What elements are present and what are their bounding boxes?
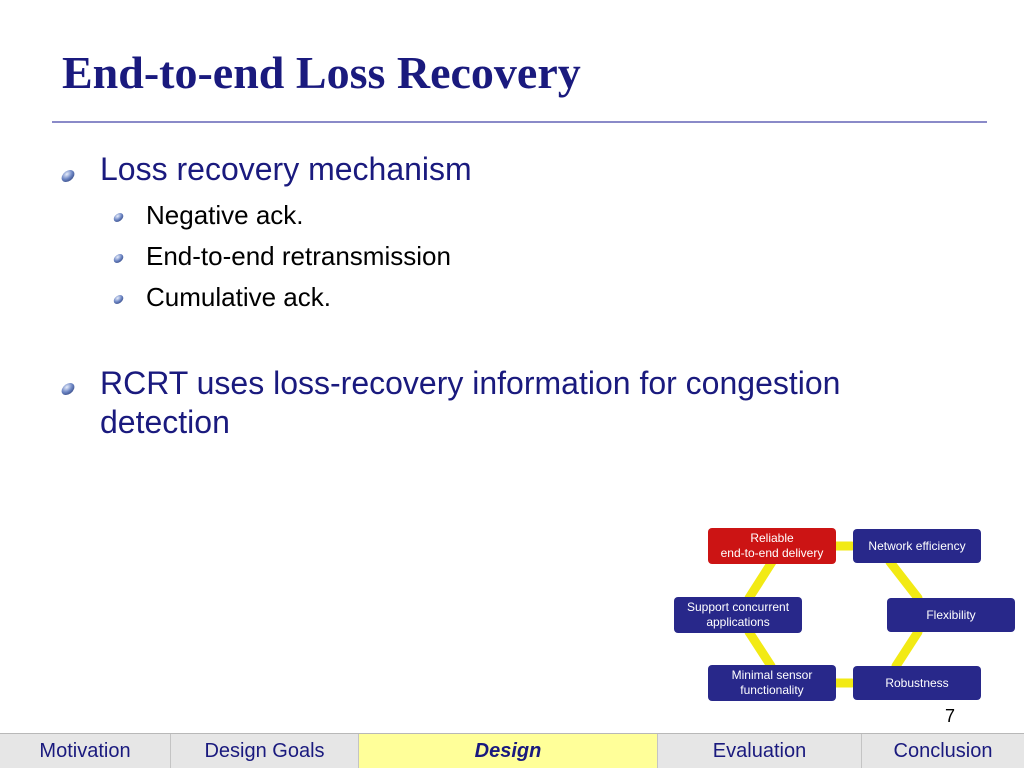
nav-tab-conclusion[interactable]: Conclusion xyxy=(862,734,1024,768)
nav-tab-design-goals[interactable]: Design Goals xyxy=(171,734,359,768)
page-number: 7 xyxy=(945,706,956,726)
bullet-text: Loss recovery mechanism xyxy=(100,151,472,187)
nav-tab-motivation[interactable]: Motivation xyxy=(0,734,171,768)
sub-bullet-text: Negative ack. xyxy=(146,200,304,230)
diagram-node-robustness: Robustness xyxy=(853,666,981,700)
diagram-node-minimal-sensor: Minimal sensor functionality xyxy=(708,665,836,701)
bullet-text-line2: detection xyxy=(100,404,230,440)
nav-tab-evaluation[interactable]: Evaluation xyxy=(658,734,862,768)
slide-title: End-to-end Loss Recovery xyxy=(62,47,581,98)
bullet-text-line1: RCRT uses loss-recovery information for … xyxy=(100,365,841,401)
diagram-node-reliable-delivery: Reliable end-to-end delivery xyxy=(708,528,836,564)
title-divider xyxy=(52,121,987,123)
section-nav-bar: Motivation Design Goals Design Evaluatio… xyxy=(0,733,1024,768)
diagram-node-concurrent-apps: Support concurrent applications xyxy=(674,597,802,633)
diagram-node-network-efficiency: Network efficiency xyxy=(853,529,981,563)
diagram-node-flexibility: Flexibility xyxy=(887,598,1015,632)
nav-tab-design[interactable]: Design xyxy=(359,734,658,768)
sub-bullet-text: End-to-end retransmission xyxy=(146,241,451,271)
sub-bullet-text: Cumulative ack. xyxy=(146,282,331,312)
